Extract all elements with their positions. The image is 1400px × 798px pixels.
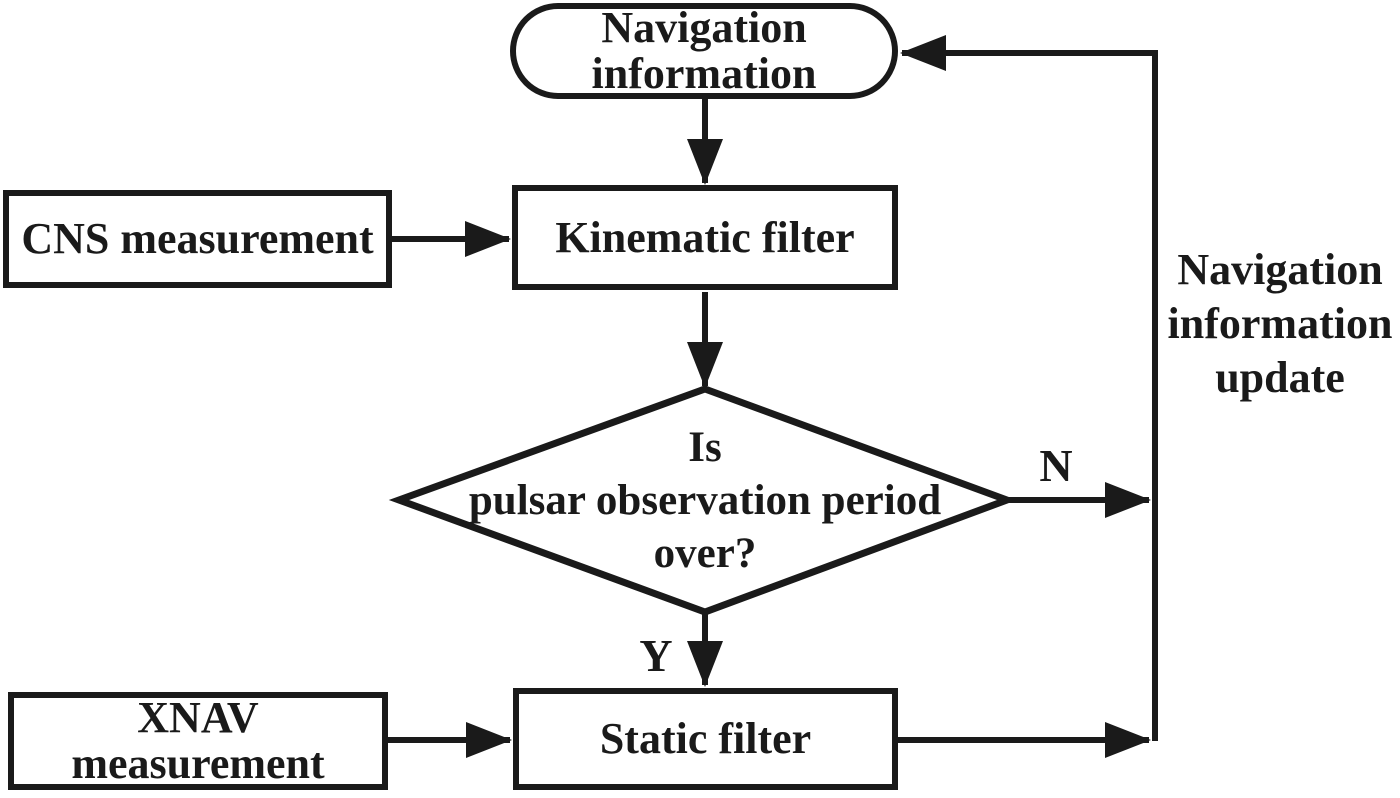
node-static-filter: Static filter [513,688,898,790]
arrow-feedback-loop [900,35,1158,741]
node-navigation-information: Navigation information [510,3,898,99]
node-xnav-measurement: XNAV measurement [8,692,388,790]
branch-label-no: N [1039,439,1073,491]
decision-diamond-shape [388,385,1018,616]
node-cns-measurement: CNS measurement [3,190,392,288]
node-kinematic-filter: Kinematic filter [512,185,898,290]
branch-label-yes: Y [639,629,673,681]
feedback-loop-label: Navigation information update [1167,245,1393,402]
decision-pulsar-observation-label: Is pulsar observation period over? [468,423,942,577]
